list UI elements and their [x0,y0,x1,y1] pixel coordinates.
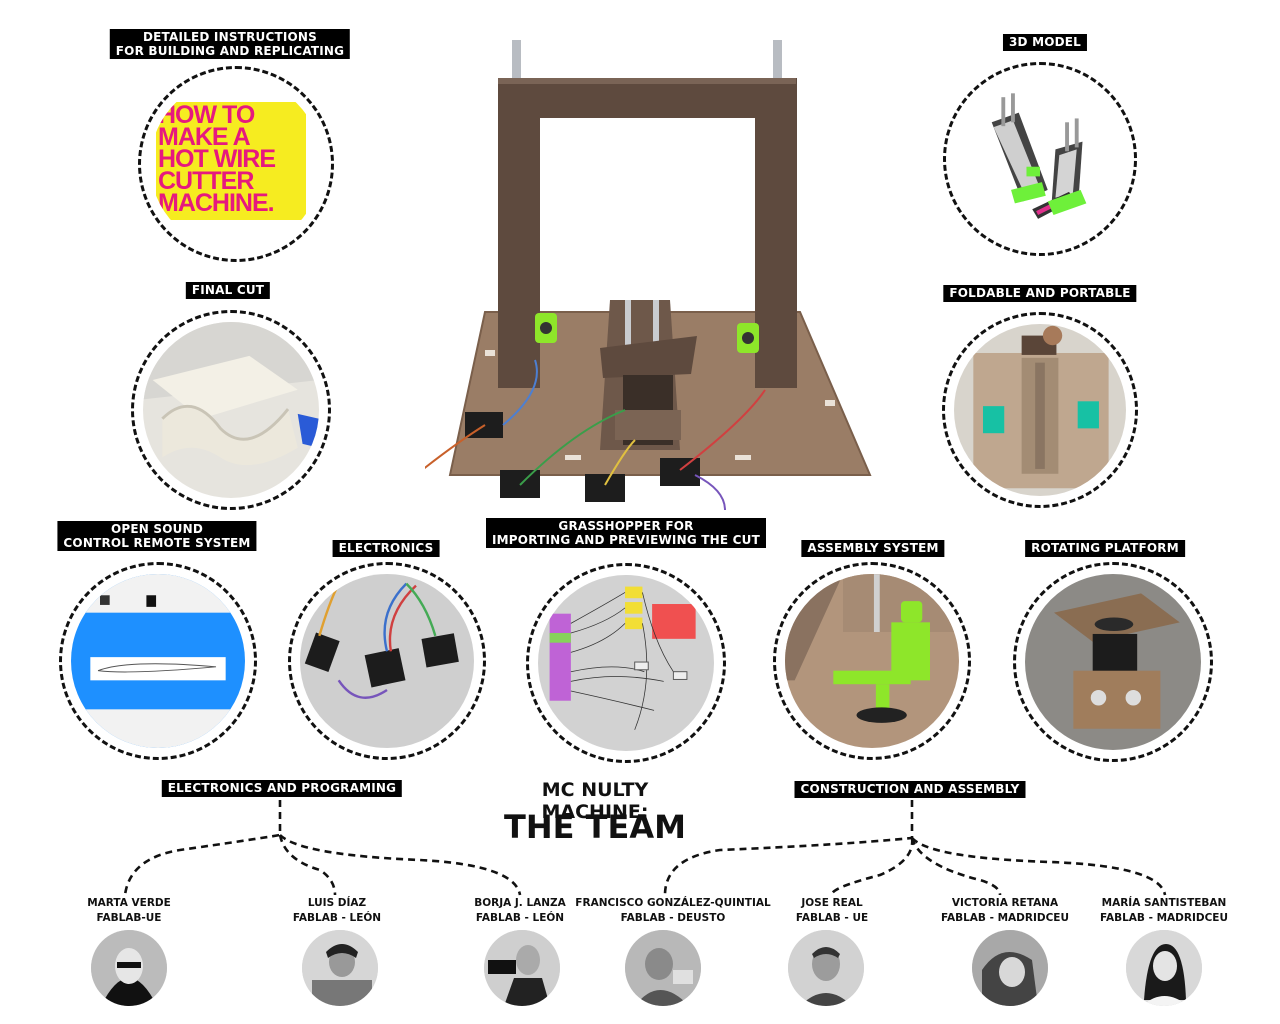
3d-model-circle [943,62,1137,256]
label-foldable-portable: FOLDABLE AND PORTABLE [943,285,1137,302]
label-grasshopper: GRASSHOPPER FOR IMPORTING AND PREVIEWING… [486,518,766,548]
foldable-machine-photo [954,324,1126,496]
member-lab: FABLAB - UE [795,912,869,924]
hot-wire-cutter-machine-photo [384,30,875,511]
member-name: VICTORIA RETANA [951,897,1059,909]
foldable-circle [942,312,1138,508]
how-to-booklet-image: HOW TO MAKE A HOT WIRE CUTTER MACHINE. [150,78,322,250]
osc-app-screenshot [71,574,245,748]
booklet-title-line: MAKE A [158,123,251,151]
member-name: BORJA J. LANZA [474,897,566,909]
member-name: MARTA VERDE [87,897,171,909]
label-line: GRASSHOPPER FOR [558,519,694,533]
final-cut-foam-photo [143,322,319,498]
label-assembly-system: ASSEMBLY SYSTEM [801,540,945,557]
team-title-line2: THE TEAM [504,808,686,846]
member-lab: FABLAB - MADRIDCEU [941,912,1069,924]
label-open-sound-control: OPEN SOUND CONTROL REMOTE SYSTEM [57,521,257,551]
member-lab: FABLAB - LEÓN [292,912,382,924]
label-final-cut: FINAL CUT [185,282,271,299]
osc-circle [59,562,257,760]
final-cut-circle [131,310,331,510]
member-name: LUIS DÍAZ [307,897,367,909]
label-line: CONTROL REMOTE SYSTEM [63,536,251,550]
electronics-boards-photo [300,574,474,748]
team-member-marta-verde: MARTA VERDE FABLAB-UE [87,896,171,926]
team-title-line1: MC NULTY MACHINE: [541,779,649,823]
team-member-maria-santisteban: MARÍA SANTISTEBAN FABLAB - MADRIDCEU [1100,896,1228,926]
member-lab: FABLAB - LEÓN [475,912,565,924]
member-lab: FABLAB-UE [96,912,162,924]
team-member-jose-real: JOSE REAL FABLAB - UE [796,896,868,926]
label-line: FOR BUILDING AND REPLICATING [115,44,345,58]
grasshopper-canvas-screenshot [538,575,714,751]
booklet-title-line: HOW TO [158,101,255,129]
avatar [972,930,1048,1006]
3d-model-render [955,74,1125,244]
avatar [1126,930,1202,1006]
booklet-title: HOW TO MAKE A HOT WIRE CUTTER MACHINE. [158,101,276,217]
grasshopper-circle [526,563,726,763]
member-name: JOSE REAL [801,897,863,909]
member-lab: FABLAB - DEUSTO [620,912,726,924]
team-member-francisco-gonzalez-quintial: FRANCISCO GONZÁLEZ-QUINTIAL FABLAB - DEU… [575,896,770,926]
avatar [625,930,701,1006]
member-name: FRANCISCO GONZÁLEZ-QUINTIAL [575,897,771,909]
label-line: IMPORTING AND PREVIEWING THE CUT [492,533,760,547]
assembly-system-circle [773,562,971,760]
label-line: OPEN SOUND [110,522,203,536]
team-member-victoria-retana: VICTORIA RETANA FABLAB - MADRIDCEU [941,896,1069,926]
label-line: DETAILED INSTRUCTIONS [142,30,317,44]
booklet-title-line: MACHINE. [158,189,275,217]
booklet-yellow-panel [156,102,306,220]
label-rotating-platform: ROTATING PLATFORM [1025,540,1185,557]
label-3d-model: 3D MODEL [1002,34,1088,51]
rotating-platform-photo [1025,574,1201,750]
label-group-construction-assembly: CONSTRUCTION AND ASSEMBLY [794,781,1026,798]
label-detailed-instructions: DETAILED INSTRUCTIONS FOR BUILDING AND R… [109,29,351,59]
member-name: MARÍA SANTISTEBAN [1101,897,1227,909]
label-group-electronics-programing: ELECTRONICS AND PROGRAMING [161,780,403,797]
member-lab: FABLAB - MADRIDCEU [1100,912,1228,924]
avatar [91,930,167,1006]
avatar [788,930,864,1006]
team-member-borja-lanza: BORJA J. LANZA FABLAB - LEÓN [474,896,566,926]
electronics-circle [288,562,486,760]
assembly-system-photo [785,574,959,748]
label-electronics: ELECTRONICS [332,540,440,557]
rotating-platform-circle [1013,562,1213,762]
booklet-title-line: CUTTER [158,167,254,195]
team-member-luis-diaz: LUIS DÍAZ FABLAB - LEÓN [293,896,381,926]
booklet-title-line: HOT WIRE [158,145,276,173]
instructions-circle: HOW TO MAKE A HOT WIRE CUTTER MACHINE. [138,66,334,262]
avatar [484,930,560,1006]
avatar [302,930,378,1006]
